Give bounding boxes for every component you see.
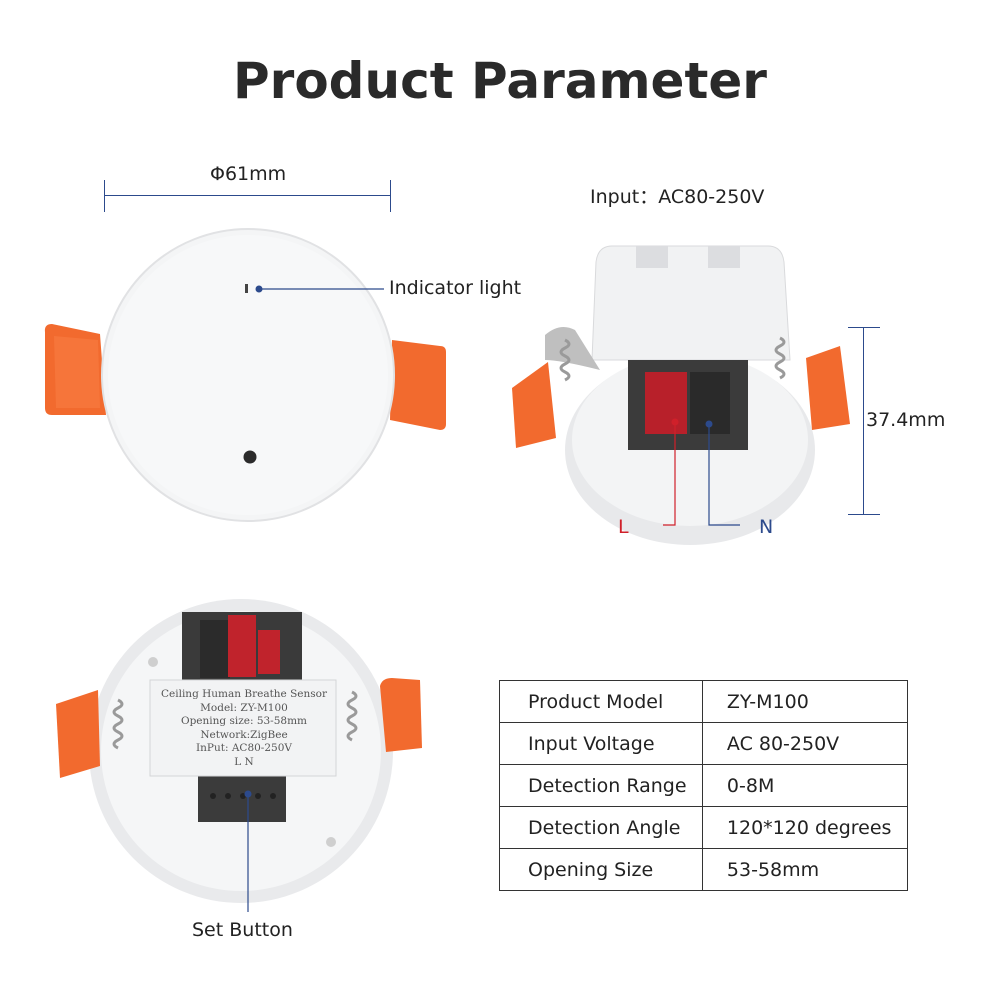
spec-name: Product Model [499,680,703,723]
table-row: Input Voltage AC 80-250V [499,722,909,765]
back-live-terminal [228,615,256,677]
spec-value: ZY-M100 [701,680,909,723]
back-right-clip [380,678,422,752]
spec-value: 0-8M [701,764,909,807]
front-left-clip [44,324,106,415]
device-printed-label: Ceiling Human Breathe Sensor Model: ZY-M… [158,688,330,769]
spec-name: Detection Range [499,764,703,807]
height-dimension-line [863,327,864,515]
back-left-clip [56,690,100,778]
spec-value: 53-58mm [701,848,909,891]
device-label-line: Network:ZigBee [200,728,288,741]
spec-name: Input Voltage [499,722,703,765]
spec-value: AC 80-250V [701,722,909,765]
device-label-line: Ceiling Human Breathe Sensor [160,688,328,700]
diameter-right-tick [390,180,391,212]
table-row: Detection Angle 120*120 degrees [499,806,909,849]
spec-table: Product Model ZY-M100 Input Voltage AC 8… [499,680,909,891]
back-label-panel [149,679,337,777]
table-row: Detection Range 0-8M [499,764,909,807]
side-view-device [512,245,850,545]
device-label-line: Opening size: 53-58mm [180,715,308,727]
page-title: Product Parameter [233,52,767,110]
front-view-device [44,228,446,522]
indicator-light-label: Indicator light [389,277,522,299]
side-right-clip [806,346,850,430]
spec-value: 120*120 degrees [701,806,909,849]
spec-name: Opening Size [499,848,703,891]
device-label-line: L N [234,755,254,768]
table-row: Product Model ZY-M100 [499,680,909,723]
spec-name: Detection Angle [499,806,703,849]
set-button-hole [243,450,257,464]
live-wire-label: L [618,516,629,538]
diameter-left-tick [104,180,105,212]
height-top-tick [848,327,880,328]
indicator-light-led [245,284,248,293]
front-right-clip [390,340,446,430]
diameter-dimension-line [104,195,391,196]
height-bottom-tick [848,514,880,515]
side-left-clip [512,362,556,448]
back-bottom-cavity [198,776,286,822]
device-label-line: Model: ZY-M100 [200,701,288,714]
side-top-housing [591,245,791,361]
input-voltage-label: Input：AC80-250V [590,186,765,208]
diameter-label: Φ61mm [210,163,287,185]
back-view-device [56,599,422,912]
neutral-callout-line [708,424,740,526]
live-terminal [645,372,687,434]
live-callout-line [663,422,676,526]
height-label: 37.4mm [866,409,946,431]
table-row: Opening Size 53-58mm [499,848,909,891]
device-label-line: InPut: AC80-250V [196,742,292,754]
set-button-label: Set Button [192,919,293,941]
neutral-wire-label: N [759,516,774,538]
